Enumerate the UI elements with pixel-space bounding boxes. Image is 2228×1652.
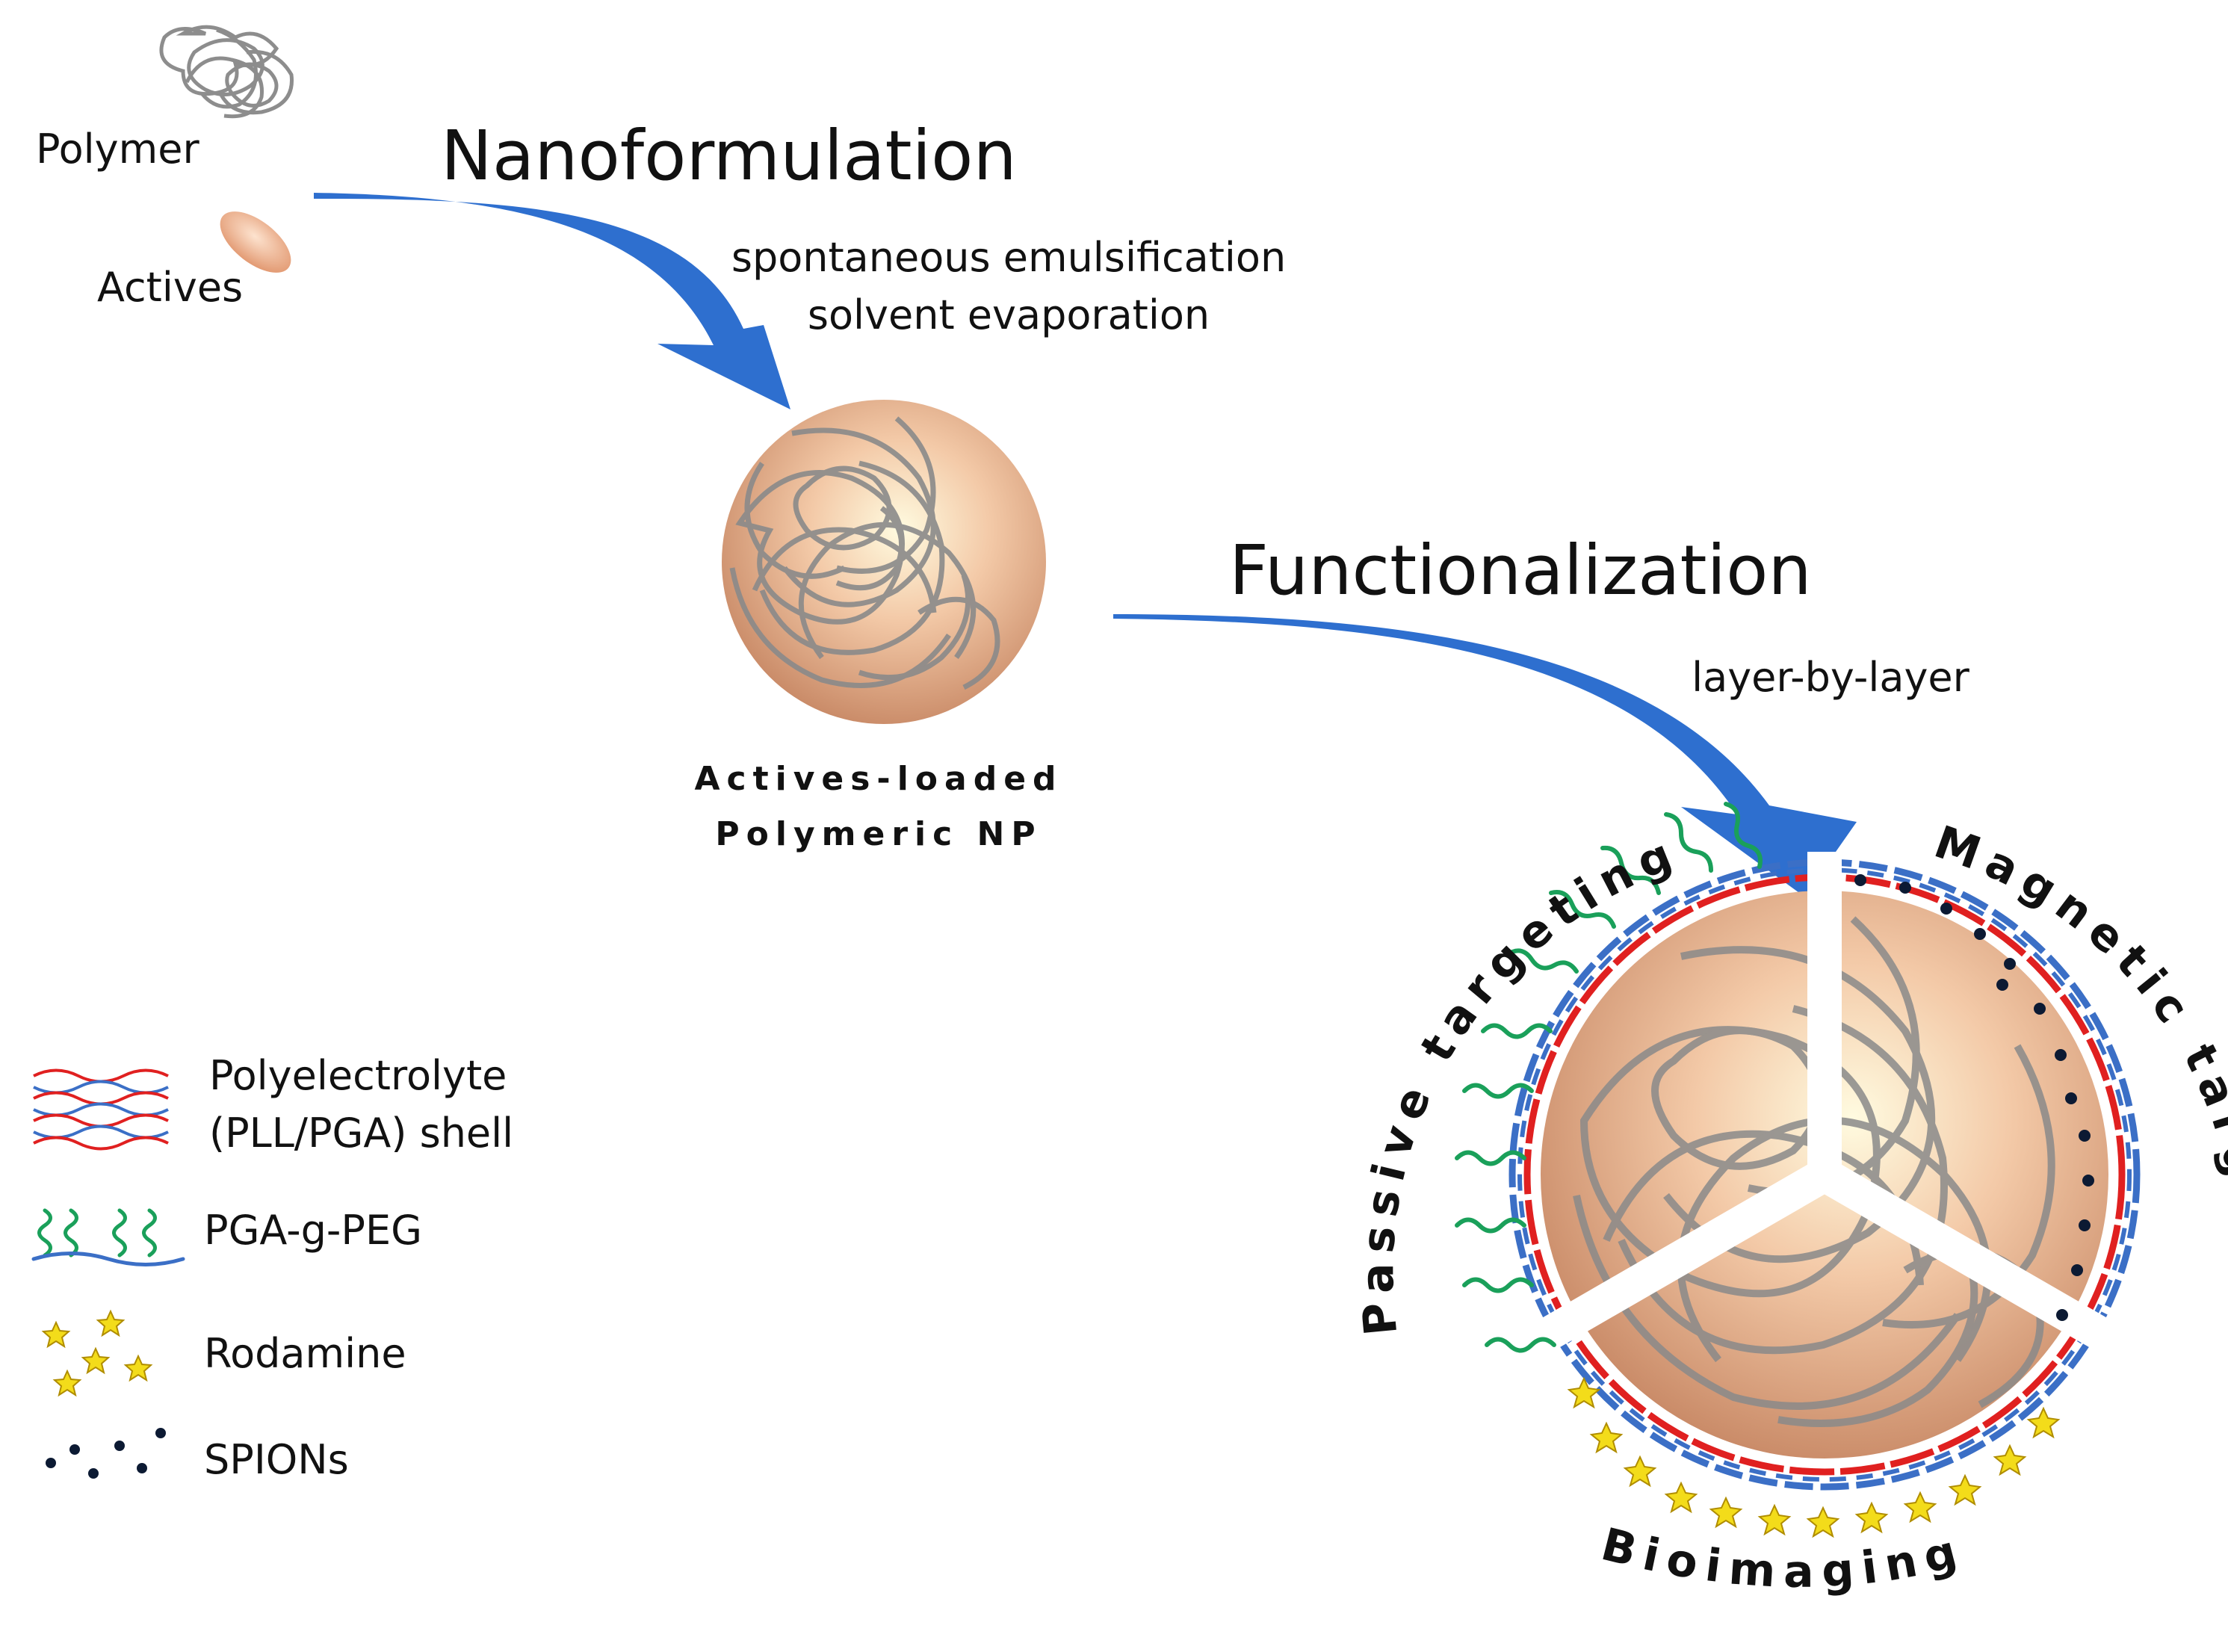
- legend-peg: PGA-g-PEG: [204, 1207, 422, 1254]
- polymer-coil-icon: [159, 25, 294, 119]
- legend-rhodamine: Rodamine: [204, 1330, 406, 1377]
- polymer-label: Polymer: [36, 126, 199, 173]
- rhodamine-stars-icon: [41, 1309, 153, 1397]
- functionalization-arrow: [1113, 614, 1857, 897]
- step1-method-2: solvent evaporation: [808, 291, 1210, 338]
- legend-spions: SPIONs: [204, 1436, 349, 1483]
- step2-title: Functionalization: [1229, 530, 1812, 610]
- peg-chains-icon: [31, 1208, 185, 1266]
- step1-method-1: spontaneous emulsification: [731, 234, 1286, 281]
- legend: Polyelectrolyte (PLL/PGA) shell PGA-g-PE…: [31, 1052, 513, 1483]
- functionalized-nanoparticle: [1508, 852, 2141, 1491]
- step1-title: Nanoformulation: [441, 116, 1017, 196]
- spion-dots-icon: [46, 1428, 166, 1479]
- spion-particles: [1854, 874, 2094, 1321]
- actives-label: Actives: [97, 264, 243, 311]
- rhodamine-markers: [1567, 1376, 2061, 1538]
- legend-shell-line1: Polyelectrolyte: [209, 1052, 507, 1099]
- legend-shell-line2: (PLL/PGA) shell: [209, 1110, 513, 1157]
- peg-chains: [1455, 802, 1763, 1353]
- actives-loaded-nanoparticle: [722, 400, 1046, 724]
- polyelectrolyte-fibers-icon: [33, 1068, 169, 1151]
- actives-capsule-icon: [220, 211, 291, 273]
- intermediate-label-line1: Actives-loaded: [694, 760, 1062, 798]
- nanoformulation-arrow: [314, 193, 790, 409]
- intermediate-label-line2: Polymeric NP: [715, 815, 1042, 853]
- step2-method: layer-by-layer: [1692, 654, 1970, 701]
